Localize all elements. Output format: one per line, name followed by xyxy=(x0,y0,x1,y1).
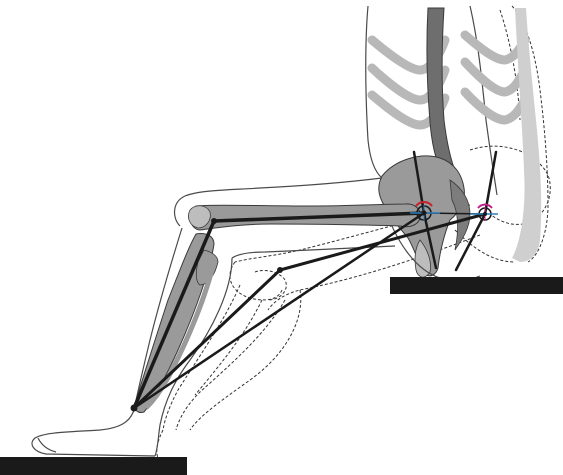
rib-right-2 xyxy=(465,62,525,92)
knee-joint xyxy=(211,218,217,224)
toe-outline xyxy=(38,438,56,452)
floor-platform xyxy=(0,457,187,475)
rib-right-3 xyxy=(465,92,525,120)
ankle-joint xyxy=(131,405,138,412)
alternate-knee-inner xyxy=(255,270,286,300)
alternate-knee-joint xyxy=(277,267,283,273)
rib-cage xyxy=(372,35,525,125)
seat-platform xyxy=(390,277,563,294)
rib-right-1 xyxy=(465,35,525,60)
alternate-posture-outline xyxy=(157,6,550,458)
alternate-shin-back xyxy=(176,300,285,430)
